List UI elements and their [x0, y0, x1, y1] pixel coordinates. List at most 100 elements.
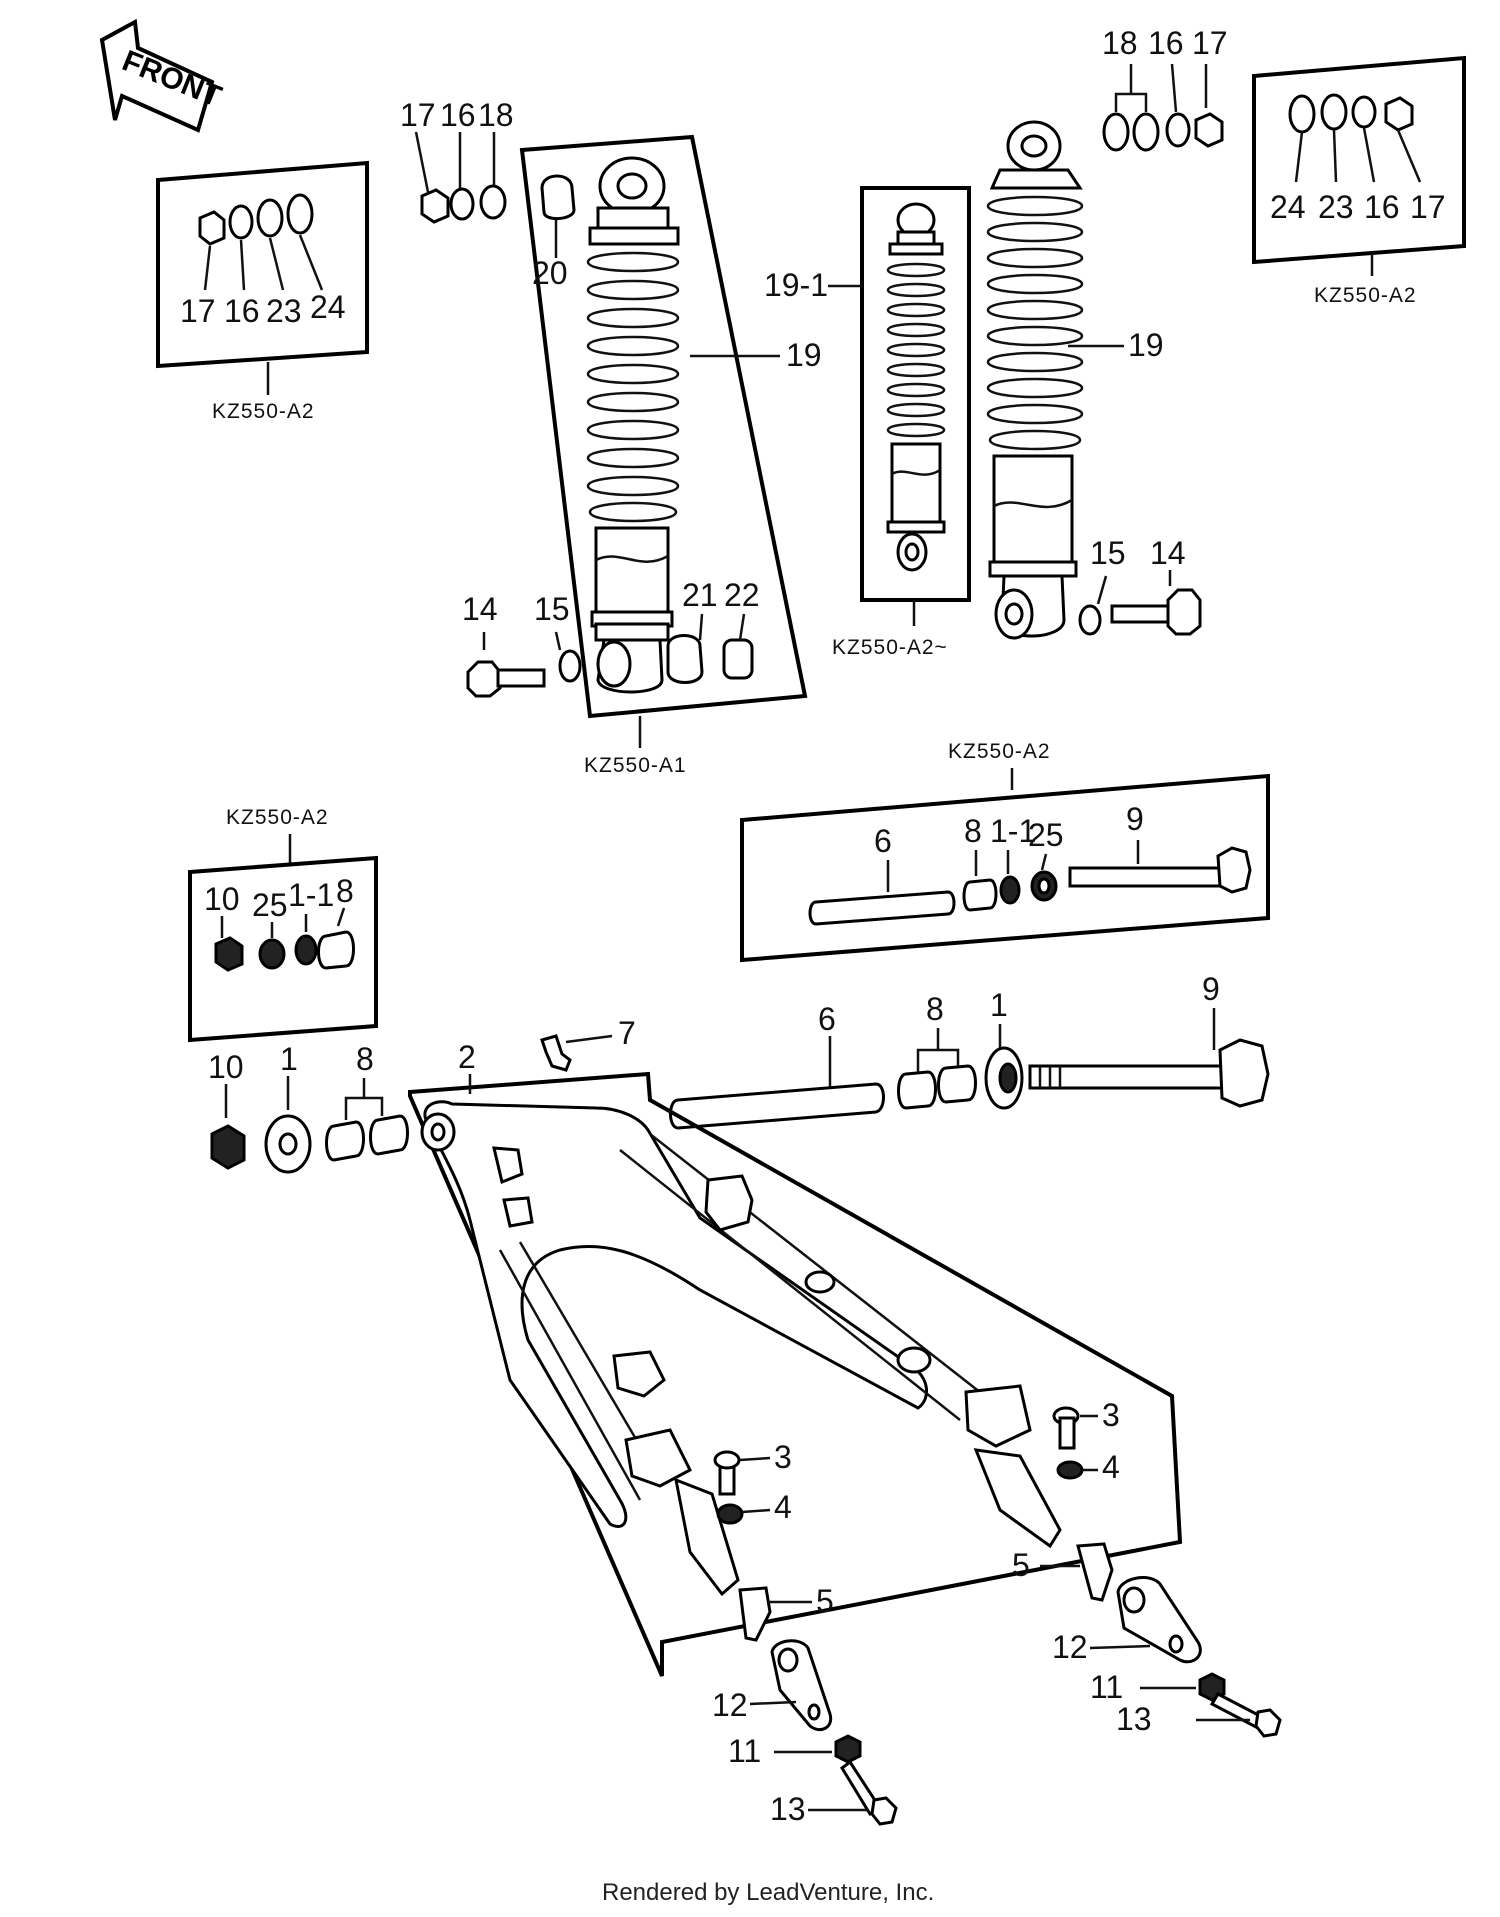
callout-8-mr: 8	[964, 813, 982, 849]
model-label-top-right: KZ550-A2	[1314, 284, 1417, 307]
callout-4-right: 4	[1102, 1449, 1120, 1485]
washer-25-ml	[258, 938, 286, 970]
callout-9-mr: 9	[1126, 801, 1144, 837]
bearing-8-ml	[317, 930, 355, 970]
bracket-5-left: 5	[738, 1583, 834, 1642]
nut-11-left: 11	[728, 1733, 862, 1769]
model-label-mid-left: KZ550-A2	[226, 806, 329, 829]
shock-bolt-14-right: 14	[1110, 535, 1202, 636]
callout-16-right: 16	[1148, 25, 1184, 61]
callout-18-top: 18	[478, 97, 514, 133]
washer-18-top	[479, 184, 507, 220]
bushing-22	[722, 638, 754, 680]
shock-spring-a1	[586, 251, 680, 523]
model-label-top-left: KZ550-A2	[212, 400, 315, 423]
shock-washer-15-right: 15	[1078, 535, 1126, 636]
nut-17-top	[420, 188, 450, 224]
callout-16-tl: 16	[224, 293, 260, 329]
front-arrow-icon: FRONT	[99, 18, 226, 133]
callout-15-right: 15	[1090, 535, 1126, 571]
callout-18-right: 18	[1102, 25, 1138, 61]
washer-23-tr	[1320, 93, 1348, 131]
shock-absorber-19-right	[986, 120, 1084, 640]
callout-23-tr: 23	[1318, 189, 1354, 225]
collar-21	[666, 634, 704, 684]
washer-16-top	[449, 187, 475, 221]
washer-16-tl	[228, 204, 254, 240]
callout-3-right: 3	[1102, 1397, 1120, 1433]
callout-24-tr: 24	[1270, 189, 1306, 225]
washer-24-tl	[286, 193, 314, 235]
callout-17-tl: 17	[180, 293, 216, 329]
callout-17-top: 17	[400, 97, 436, 133]
top-right-hardware-box: 24 23 16 17 KZ550-A2	[1252, 55, 1466, 307]
washer-18a-right	[1102, 112, 1130, 152]
callout-12-right: 12	[1052, 1629, 1088, 1665]
callout-6-mr: 6	[874, 823, 892, 859]
pivot-hardware-left: 10 1 8	[208, 1041, 409, 1174]
callout-19-right: 19	[1128, 327, 1164, 363]
callout-16-top: 16	[440, 97, 476, 133]
washer-24-tr	[1288, 94, 1316, 134]
grease-nipple-7: 7	[540, 1015, 636, 1072]
callout-11-left: 11	[728, 1733, 761, 1769]
callout-4-left: 4	[774, 1489, 792, 1525]
shock-absorber-19-a1	[586, 156, 680, 694]
callout-1-1-ml: 1-1	[288, 877, 334, 913]
bearing-8a	[325, 1120, 365, 1162]
callout-2: 2	[458, 1039, 476, 1075]
callout-10: 10	[208, 1049, 244, 1085]
callout-16-tr: 16	[1364, 189, 1400, 225]
pivot-bolt-9-mr	[1068, 846, 1252, 894]
shock-bolt-14-left: 14	[462, 591, 546, 698]
pivot-hardware-right: 6 8 1 9	[669, 971, 1270, 1130]
shock-spring-right	[986, 195, 1084, 451]
mid-left-hardware-box: KZ550-A2 10 25 1-1 8	[188, 806, 378, 1043]
callout-8-ml: 8	[336, 873, 354, 909]
model-label-mid-right: KZ550-A2	[948, 740, 1051, 763]
callout-15-left: 15	[534, 591, 570, 627]
adjuster-bolt-13-left: 13	[770, 1759, 898, 1827]
shock-top-hardware-right: 18 16 17	[1102, 25, 1228, 152]
model-label-shock-a1: KZ550-A1	[584, 754, 687, 777]
bearing-8-mr	[962, 878, 998, 912]
callout-14-left: 14	[462, 591, 498, 627]
credit-text: Rendered by LeadVenture, Inc.	[602, 1879, 934, 1906]
nut-10	[210, 1124, 246, 1170]
swing-arm-2	[420, 1100, 1062, 1597]
callout-13-left: 13	[770, 1791, 806, 1827]
pivot-bolt-9	[1028, 1038, 1270, 1108]
bearing-8c	[897, 1070, 937, 1110]
washer-18b-right	[1132, 112, 1160, 152]
sleeve-6-mr	[808, 890, 956, 926]
bushing-20	[540, 174, 576, 258]
nut-11-right: 11	[1090, 1669, 1226, 1705]
nut-17-right	[1194, 112, 1224, 148]
callout-24-tl: 24	[310, 289, 346, 325]
callout-7: 7	[618, 1015, 636, 1051]
callout-9: 9	[1202, 971, 1220, 1007]
callout-17-tr: 17	[1410, 189, 1446, 225]
shock-top-hardware: 17 16 18	[400, 97, 514, 224]
bracket-5-right: 5	[1012, 1542, 1114, 1602]
washer-1-1-mr	[999, 875, 1021, 905]
callout-19-a1: 19	[786, 337, 822, 373]
bearing-8b	[369, 1114, 409, 1156]
callout-12-left: 12	[712, 1687, 748, 1723]
washer-16-right	[1165, 112, 1191, 148]
callout-5-left: 5	[816, 1583, 834, 1619]
callout-1-1-mr: 1-1	[990, 813, 1036, 849]
shock-absorber-a2-group: 19-1 KZ550-A2~	[764, 186, 971, 659]
mid-right-hardware-box: KZ550-A2 6 8 1-1 25 9	[740, 740, 1270, 963]
sleeve-6	[669, 1082, 885, 1130]
bearing-8d	[937, 1064, 977, 1104]
callout-25-mr: 25	[1028, 817, 1064, 853]
shock-absorber-a1-group: 20	[519, 134, 822, 777]
cotter-ring-a	[804, 1270, 836, 1294]
callout-11-right: 11	[1090, 1669, 1123, 1705]
washer-4-left: 4	[716, 1489, 792, 1525]
callout-20: 20	[532, 255, 568, 291]
washer-23-tl	[256, 198, 284, 238]
nut-10-ml	[214, 936, 244, 972]
callout-3-left: 3	[774, 1439, 792, 1475]
